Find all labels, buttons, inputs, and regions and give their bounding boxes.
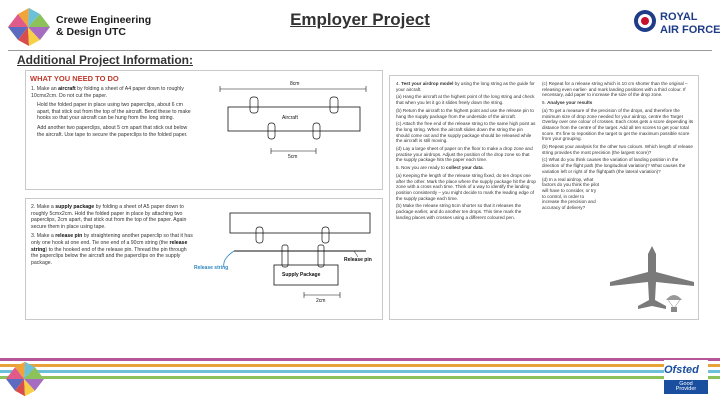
aircraft-diagram: 8cm Aircraft 5cm bbox=[198, 79, 378, 165]
step-5c: (c) Repeat for a release string which is… bbox=[542, 81, 688, 98]
step-3: 3. Make a release pin by straightening a… bbox=[31, 233, 195, 266]
step-1: 1. Make an aircraft by folding a sheet o… bbox=[31, 86, 191, 99]
step-2-bold: supply package bbox=[55, 204, 95, 210]
step-2-rest: by folding a sheet of A5 paper down to r… bbox=[31, 204, 187, 230]
raf-line-1: ROYAL bbox=[660, 11, 698, 23]
ofsted-wordmark: Ofsted bbox=[664, 364, 699, 376]
ofsted-line-2: Provider bbox=[664, 386, 708, 394]
aircraft-diagram-svg bbox=[219, 86, 367, 154]
raf-roundel-icon bbox=[634, 10, 656, 32]
step-1-lead: 1. Make an bbox=[31, 86, 59, 92]
step-4d: (d) Lay a large sheet of paper on the fl… bbox=[396, 146, 533, 163]
step-2-lead: 2. Make a bbox=[31, 204, 56, 210]
step-6c: (c) What do you think causes the variati… bbox=[542, 157, 686, 174]
stripe-4 bbox=[0, 376, 720, 379]
step-3-lead: 3. Make a bbox=[31, 233, 56, 240]
supply-package-diagram: Release string Release pin Supply Packag… bbox=[194, 207, 382, 315]
ofsted-badge: Ofsted Good Provider bbox=[664, 360, 708, 398]
stripe-3 bbox=[0, 370, 720, 373]
header-divider bbox=[8, 50, 712, 51]
page-title: Employer Project bbox=[290, 10, 430, 29]
step-4-rest: by using the long string as the guide fo… bbox=[396, 81, 535, 92]
package-diagram-svg bbox=[223, 212, 371, 298]
section-subheading: Additional Project Information: bbox=[17, 53, 193, 67]
dim-top-label: 8cm bbox=[290, 81, 300, 87]
transport-aircraft-icon bbox=[610, 246, 694, 312]
instructions-panel-2: 2. Make a supply package by folding a sh… bbox=[25, 198, 383, 320]
step-4-bold: Test your airdrop model bbox=[401, 81, 454, 86]
step-4b: (b) Return the aircraft to the highest p… bbox=[396, 107, 534, 119]
aircraft-label: Aircraft bbox=[282, 115, 298, 121]
step-1-para-3: Add another two paperclips, about 5 cm a… bbox=[37, 124, 188, 138]
step-6d: (d) In a real airdrop, what factors do y… bbox=[542, 176, 600, 211]
step-5a: (a) Keeping the length of the release st… bbox=[396, 172, 536, 201]
utc-logo-icon bbox=[8, 8, 50, 46]
step-1-para-2: Hold the folded paper in place using two… bbox=[37, 102, 191, 122]
step-2: 2. Make a supply package by folding a sh… bbox=[31, 204, 195, 230]
ofsted-line-1: Good bbox=[664, 380, 708, 387]
steps-4-5-column: 4. Test your airdrop model by using the … bbox=[396, 81, 536, 222]
stripe-1 bbox=[0, 358, 720, 361]
step-1-bold: aircraft bbox=[58, 86, 76, 92]
stripe-2 bbox=[0, 364, 720, 367]
steps-5c-6-column: (c) Repeat for a release string which is… bbox=[542, 81, 694, 213]
logo-line-1: Crewe Engineering bbox=[56, 14, 152, 26]
utc-footer-logo-icon bbox=[6, 361, 44, 397]
step-6-bold: Analyse your results bbox=[547, 100, 593, 106]
utc-logo-text: Crewe Engineering & Design UTC bbox=[56, 14, 151, 38]
step-4a: (a) Hang the aircraft at the highest poi… bbox=[396, 94, 535, 106]
release-string-label: Release string bbox=[194, 265, 229, 271]
step-4: 4. Test your airdrop model by using the … bbox=[396, 81, 536, 92]
step-5-end: . bbox=[482, 165, 484, 171]
step-6b: (b) Repeat your analysis for the other t… bbox=[542, 144, 693, 155]
package-instructions: 2. Make a supply package by folding a sh… bbox=[31, 204, 195, 269]
step-3-bold: release pin bbox=[55, 233, 83, 240]
step-6a: (a) To get a measure of the precision of… bbox=[542, 107, 694, 142]
logo-line-2: & Design UTC bbox=[56, 26, 127, 38]
step-5: 5. Now you are ready to collect your dat… bbox=[396, 165, 536, 171]
package-dim-label: 2cm bbox=[316, 298, 326, 304]
step-1-rest: by folding a sheet of A4 paper down to r… bbox=[31, 86, 184, 99]
step-4c: (c) Attach the free end of the release s… bbox=[396, 121, 536, 144]
release-pin-label: Release pin bbox=[344, 257, 372, 263]
dim-bottom-label: 5cm bbox=[288, 154, 298, 160]
decorative-stripes bbox=[0, 358, 720, 382]
step-5-lead: 5. Now you are ready to bbox=[396, 165, 447, 171]
panel-heading: WHAT YOU NEED TO DO bbox=[30, 74, 119, 83]
raf-line-2: AIR FORCE bbox=[660, 24, 720, 36]
instructions-panel-1: WHAT YOU NEED TO DO 1. Make an aircraft … bbox=[25, 70, 383, 190]
supply-package-label: Supply Package bbox=[282, 272, 321, 278]
step-3-rest-1: by straightening another paperclip so th… bbox=[31, 233, 193, 246]
step-5-bold: collect your data bbox=[446, 165, 483, 171]
step-6-lead: 6. bbox=[542, 100, 548, 106]
instructions-panel-3: 4. Test your airdrop model by using the … bbox=[389, 75, 699, 320]
step-4-lead: 4. bbox=[396, 81, 402, 86]
step-6: 6. Analyse your results bbox=[542, 100, 694, 106]
step-3-bold-2: release string bbox=[31, 239, 188, 253]
step-5b: (b) Make the release string 5cm shorter … bbox=[396, 203, 522, 220]
raf-logo: ROYAL AIR FORCE bbox=[634, 10, 720, 44]
step-3-rest-2: ) to the hooked end of the release pin. … bbox=[31, 246, 187, 266]
aircraft-instructions: 1. Make an aircraft by folding a sheet o… bbox=[31, 86, 191, 141]
